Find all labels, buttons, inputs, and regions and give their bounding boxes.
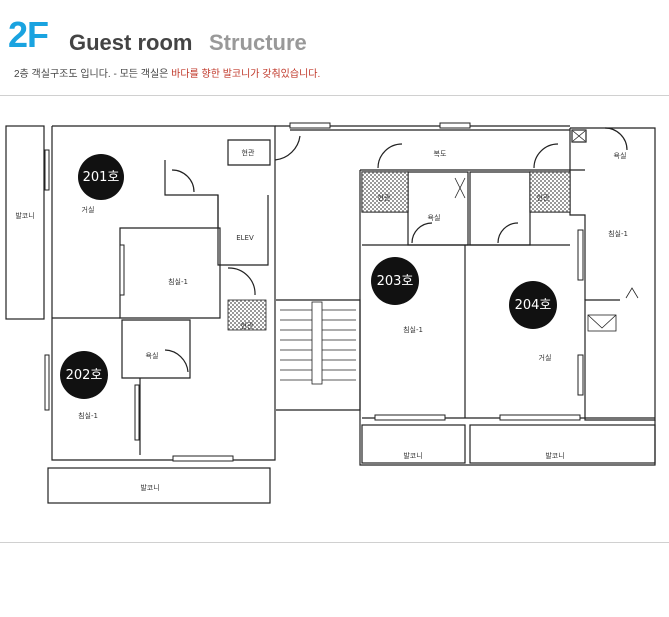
page-header: 2F Guest room Structure 2층 객실구조도 입니다. - … — [0, 0, 669, 96]
label-bath-202: 욕실 — [146, 351, 159, 360]
balcony-203-outline — [361, 424, 466, 464]
label-balcony-203: 발코니 — [403, 451, 422, 460]
room-203-badge: 203호 — [371, 257, 419, 305]
room-203-number: 203호 — [377, 274, 414, 289]
room-204-number: 204호 — [515, 298, 552, 313]
balcony-204-outline — [469, 424, 656, 464]
title-structure: Structure — [209, 30, 307, 55]
label-bedroom-201: 침실-1 — [168, 277, 188, 286]
label-entrance-201: 현관 — [242, 148, 255, 157]
label-bath-203: 욕실 — [428, 213, 441, 222]
title-guest-room: Guest room — [69, 30, 193, 55]
bath-202-outline — [121, 319, 191, 379]
label-entrance-202: 현관 — [241, 321, 254, 330]
floor-label: 2F — [8, 14, 49, 55]
room-202-number: 202호 — [66, 368, 103, 383]
label-bedroom-203: 침실-1 — [403, 325, 423, 334]
entrance-204-floor — [529, 171, 571, 213]
floor-plan: 발코니 거실 현관 ELEV 침실-1 현관 욕실 침실-1 발코니 복도 현관… — [5, 122, 656, 504]
bottom-divider — [0, 542, 669, 543]
label-elev: ELEV — [236, 234, 254, 242]
label-living-201: 거실 — [82, 205, 95, 214]
entrance-203-floor — [361, 171, 409, 213]
note-prefix: 2층 객실구조도 입니다. - 모든 객실은 — [14, 69, 172, 80]
room-201-badge: 201호 — [78, 154, 124, 200]
balcony-201 — [5, 125, 45, 320]
room-202-badge: 202호 — [60, 351, 108, 399]
bedroom-201-outline — [119, 227, 221, 319]
label-balcony-bottom: 발코니 — [140, 483, 159, 492]
label-bedroom-202: 침실-1 — [78, 411, 98, 420]
room-201-number: 201호 — [83, 170, 120, 185]
label-entrance-204: 현관 — [537, 193, 550, 202]
label-balcony-204: 발코니 — [545, 451, 564, 460]
note-highlight: 바다를 향한 발코니가 갖춰있습니다. — [171, 69, 321, 80]
label-corridor: 복도 — [434, 150, 447, 158]
floor-note: 2층 객실구조도 입니다. - 모든 객실은 바다를 향한 발코니가 갖춰있습니… — [14, 65, 320, 80]
room-204-badge: 204호 — [509, 281, 557, 329]
label-living-204: 거실 — [539, 353, 552, 362]
label-bath-204: 욕실 — [614, 151, 627, 160]
entrance-202-floor — [227, 299, 267, 331]
label-entrance-203: 현관 — [378, 193, 391, 202]
label-bedroom-204: 침실-1 — [608, 229, 628, 238]
balcony-202 — [47, 467, 271, 504]
label-balcony-201: 발코니 — [15, 211, 34, 220]
